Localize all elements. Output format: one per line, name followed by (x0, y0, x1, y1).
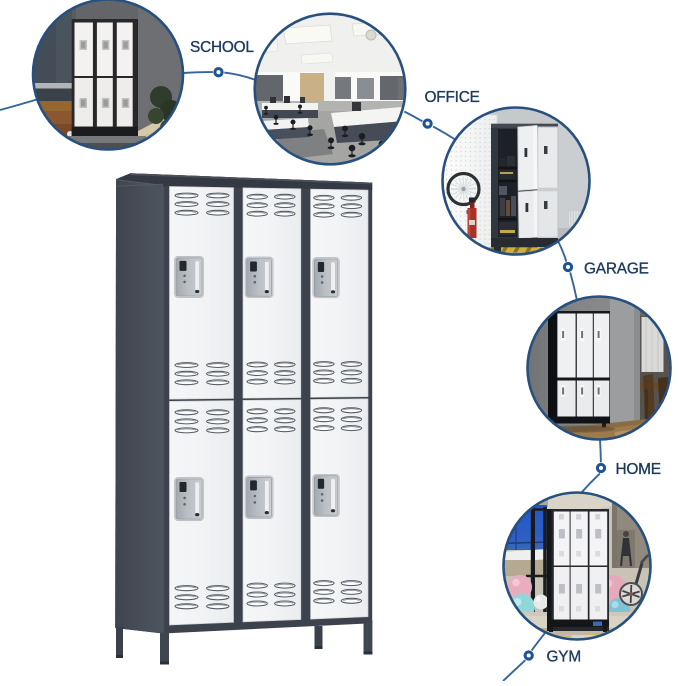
svg-text:HOME: HOME (616, 461, 661, 478)
svg-text:OFFICE: OFFICE (425, 89, 480, 106)
svg-text:GYM: GYM (547, 648, 581, 665)
svg-text:SCHOOL: SCHOOL (190, 39, 254, 56)
svg-text:GARAGE: GARAGE (584, 260, 649, 277)
